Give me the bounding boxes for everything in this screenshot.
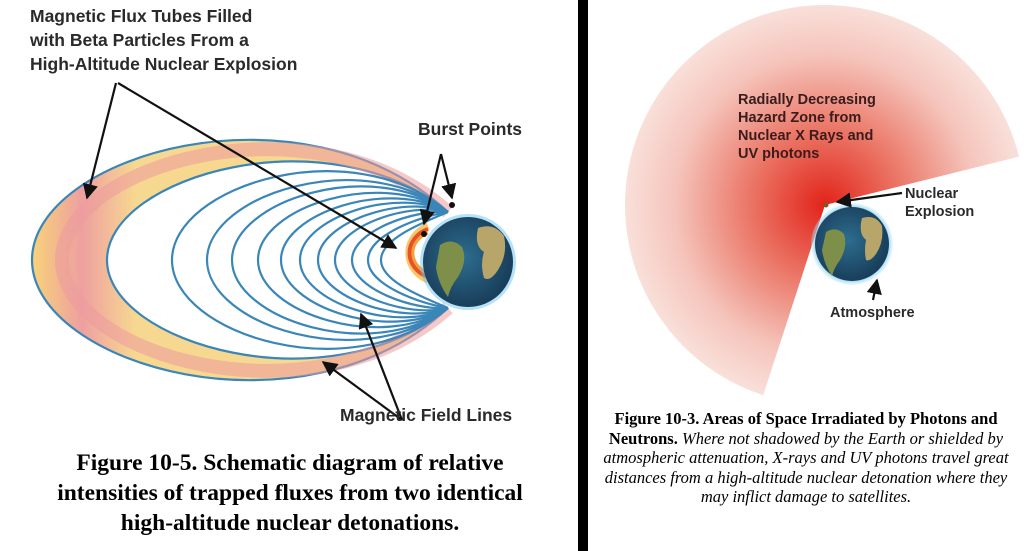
- field-line: [279, 197, 449, 323]
- caption-line: high-altitude nuclear detonations.: [120, 510, 460, 536]
- field-line: [366, 210, 449, 310]
- field-line: [298, 201, 449, 319]
- field-line: [333, 208, 449, 312]
- explosion-point: [823, 202, 829, 208]
- flux-tube-diagram: Magnetic Flux Tubes Filled with Beta Par…: [29, 6, 522, 425]
- caption-title: Figure 10-3. Areas of Space Irradiated b…: [608, 409, 998, 448]
- flux-tubes-label: Magnetic Flux Tubes Filled with Beta Par…: [29, 6, 297, 74]
- field-line: [350, 210, 449, 310]
- burst-point-1: [449, 202, 455, 208]
- field-line: [230, 185, 449, 335]
- atmosphere-label: Atmosphere: [830, 305, 915, 321]
- burst-points-label: Burst Points: [418, 119, 522, 139]
- field-line: [170, 170, 449, 350]
- figure-10-3-caption: Figure 10-3. Areas of Space Irradiated b…: [596, 409, 1016, 507]
- figure-10-5-caption: Figure 10-5. Schematic diagram of relati…: [10, 448, 570, 538]
- caption-line: intensities of trapped fluxes from two i…: [57, 480, 523, 506]
- hazard-zone-sector: [625, 4, 1020, 396]
- caption-line: Figure 10-5. Schematic diagram of relati…: [76, 450, 504, 476]
- caption-body: Where not shadowed by the Earth or shiel…: [603, 428, 1009, 507]
- hazard-zone-label: Radially Decreasing Hazard Zone from Nuc…: [738, 92, 880, 162]
- burst-point-2: [421, 231, 427, 237]
- flux-tube-inner: [105, 160, 449, 360]
- hazard-zone-diagram: Radially Decreasing Hazard Zone from Nuc…: [625, 4, 1020, 396]
- callout-arrows-left: [82, 82, 457, 421]
- panel-divider: [578, 0, 588, 551]
- field-line: [205, 179, 449, 341]
- flux-tube-core: [54, 142, 453, 378]
- field-lines-label: Magnetic Field Lines: [340, 405, 512, 425]
- earth-right: [811, 203, 893, 285]
- nuclear-explosion-label: Nuclear Explosion: [905, 186, 974, 220]
- field-line: [316, 205, 449, 315]
- callout-arrows-right: [835, 191, 903, 301]
- field-line: [256, 191, 449, 329]
- earth-left: [420, 214, 516, 310]
